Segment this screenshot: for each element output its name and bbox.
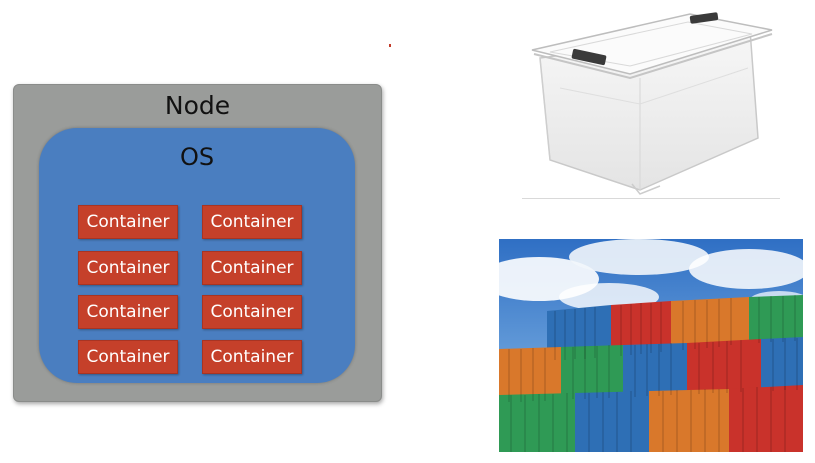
container-box: Container — [78, 295, 178, 329]
os-label: OS — [179, 143, 215, 171]
shipping-containers-image — [499, 239, 803, 452]
container-box: Container — [202, 295, 302, 329]
container-box: Container — [78, 251, 178, 285]
container-box: Container — [202, 251, 302, 285]
divider — [522, 198, 780, 199]
container-box: Container — [78, 205, 178, 239]
container-box: Container — [202, 205, 302, 239]
red-mark — [389, 44, 391, 47]
storage-box-image — [520, 8, 782, 228]
node-box: Node OS Container Container Container Co… — [13, 84, 382, 402]
container-box: Container — [202, 340, 302, 374]
node-label: Node — [164, 91, 231, 120]
os-box: OS Container Container Container Contain… — [39, 128, 355, 383]
container-box: Container — [78, 340, 178, 374]
